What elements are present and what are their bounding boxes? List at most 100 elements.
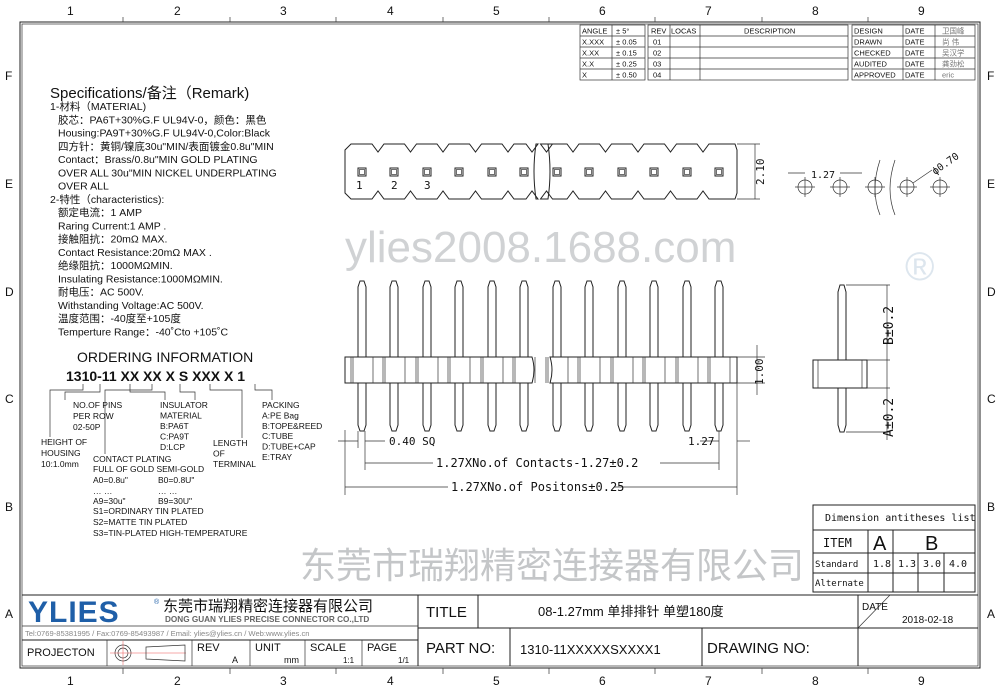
approval-role: DESIGN [854,27,883,36]
scale-label: SCALE [310,642,346,654]
dimension-b3-standard: 4.0 [949,559,967,570]
spec-line: 额定电流：1 AMP [58,206,142,219]
part-no-label: PART NO: [426,640,495,657]
grid-row-label-right: B [987,500,995,514]
svg-text:®: ® [154,598,160,606]
grid-row-label-right: D [987,285,996,299]
projection-symbol-icon [110,641,186,665]
dim-housing-height: 1.00 [753,359,766,386]
contact-plating-note: A0=0.8u" [93,475,128,485]
grid-column-label-bottom: 6 [599,674,606,688]
pin-number-2: 2 [391,179,398,192]
ordering-title: ORDERING INFORMATION [77,349,253,365]
tolerance-label: X.XX [582,49,599,58]
pin-lower [389,383,399,432]
terminal-length-note: LENGTH [213,438,247,448]
pin-upper [487,280,497,357]
pins-per-row-note: NO.OF PINS [73,400,122,410]
pin-square [357,167,367,177]
packing-note: PACKING [262,400,300,410]
dimensions: 1 2 3 2.10 1.27 ϕ0.70 1.00 0.40 SQ 1.27 … [356,151,961,494]
projection-label: PROJECTON [27,647,95,659]
contact-plating-note: S2=MATTE TIN PLATED [93,517,187,527]
pin-square [584,167,594,177]
rev-number: 02 [653,49,661,58]
pin-square [422,167,432,177]
grid-column-label-bottom: 4 [387,674,394,688]
break-line [874,159,881,216]
outer-frame [19,21,981,669]
contact-plating-note: FULL OF GOLD SEMI-GOLD [93,464,204,474]
spec-line: 2-特性（characteristics): [50,193,164,206]
grid-row-label-right: C [987,392,996,406]
rev-header: REV [651,27,666,36]
dimension-table-standard: Standard [815,560,858,570]
pin-lower [422,383,432,432]
drawing-no-label: DRAWING NO: [707,640,810,657]
pin-square-inner [521,169,527,175]
terminal-length-note: TERMINAL [213,459,256,469]
tolerance-label: X.XXX [582,38,604,47]
dimension-table-title: Dimension antitheses list [825,513,976,524]
grid-row-label-right: A [987,607,995,621]
spec-line: Withstanding Voltage:AC 500V. [58,300,204,312]
side-housing [812,359,868,389]
dimension-table-alternate: Alternate [815,579,864,589]
contact-plating-note: B0=0.8U" [158,475,194,485]
pin-number-3: 3 [424,179,431,192]
pin-square-inner [456,169,462,175]
housing-top-right [539,143,738,200]
grid-row-label-left: F [5,69,12,83]
spec-line: 绝缘阻抗：1000MΩMIN. [58,259,173,272]
inner-frame [21,23,979,667]
pin-lower [714,383,724,432]
grid-column-label-bottom: 5 [493,674,500,688]
grid-column-label-top: 8 [812,4,819,18]
pin-upper [649,280,659,357]
pin-upper [584,280,594,357]
pin-square [552,167,562,177]
pin-upper [389,280,399,357]
rev-number: 01 [653,38,661,47]
grid-column-label-bottom: 3 [280,674,287,688]
spec-line: Contact Resistance:20mΩ MAX . [58,247,212,259]
contact-plating-note: S3=TIN-PLATED HIGH-TEMPERATURE [93,528,248,538]
grid-row-label-left: E [5,177,13,191]
approval-name: 尚 伟 [942,37,960,47]
spec-line: Housing:PA9T+30%G.F UL94V-0,Color:Black [58,128,271,140]
spec-line: Temperture Range：-40˚Cto +105˚C [58,326,229,338]
site-watermark: ylies2008.1688.com [345,223,736,272]
pin-square-inner [391,169,397,175]
insulator-note: D:LCP [160,442,185,452]
pin-lower [682,383,692,432]
pin-lower [519,383,529,432]
dimension-table-item: ITEM [823,536,852,550]
rev-label: REV [197,642,220,654]
contact-info: Tel:0769-85381995 / Fax:0769-85493987 / … [25,629,309,638]
grid-column-label-bottom: 9 [918,674,925,688]
approval-date: DATE [905,60,924,69]
housing-front-left [344,356,535,384]
grid-column-label-top: 4 [387,4,394,18]
grid-column-label-top: 5 [493,4,500,18]
logo-text: YLIES [28,596,120,629]
revision-table: ANGLE± 5°X.XXX± 0.05X.XX± 0.15X.X± 0.25X… [579,24,976,81]
ylies-logo: YLIES ® [28,596,160,629]
pin-square [649,167,659,177]
pin-square-inner [619,169,625,175]
housing-height-note: HOUSING [41,448,81,458]
grid-column-label-bottom: 2 [174,674,181,688]
side-pin-lower [837,388,847,433]
housing-front-right [549,356,738,384]
pin-lower [357,383,367,432]
housing-top-left [344,143,539,200]
insulator-note: B:PA6T [160,421,189,431]
grid-row-label-left: A [5,607,13,621]
approval-name: 卫国峰 [942,26,965,36]
tolerance-label: ANGLE [582,27,607,36]
pin-square-inner [424,169,430,175]
spec-line: OVER ALL [58,181,109,193]
pin-square [454,167,464,177]
description-header: DESCRIPTION [744,27,795,36]
